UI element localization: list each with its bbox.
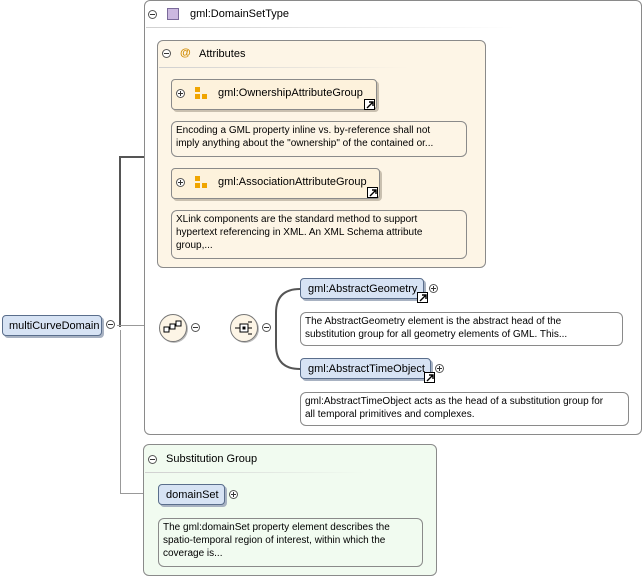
substitution-collapse-toggle[interactable]: [148, 455, 157, 464]
abstract-time-object-documentation: gml:AbstractTimeObject acts as the head …: [300, 392, 629, 426]
ownership-group-documentation: Encoding a GML property inline vs. by-re…: [171, 121, 467, 157]
abstract-time-object-expand-toggle[interactable]: [435, 364, 444, 373]
connector-root-sub-v: [120, 330, 121, 493]
choice-icon: [235, 321, 252, 335]
choice-compositor-node[interactable]: [230, 314, 258, 342]
abstract-geometry-element[interactable]: [300, 278, 424, 299]
substitution-header-divider: [145, 472, 365, 473]
type-panel-collapse-toggle[interactable]: [148, 10, 157, 19]
abstract-time-object-element[interactable]: [300, 358, 431, 379]
association-group-name: gml:AssociationAttributeGroup: [218, 176, 367, 188]
abstract-geometry-expand-toggle[interactable]: [429, 284, 438, 293]
attribute-group-icon: [195, 176, 207, 190]
domain-set-expand-toggle[interactable]: [229, 490, 238, 499]
multi-curve-domain-element[interactable]: [2, 315, 102, 336]
attributes-title: Attributes: [199, 48, 246, 60]
connector-root-type-v: [119, 157, 121, 327]
attributes-header-divider: [159, 67, 409, 68]
connector-root-seq: [117, 325, 159, 326]
abstract-time-object-name: gml:AbstractTimeObject: [308, 363, 425, 375]
attribute-at-icon: @: [180, 47, 191, 59]
choice-collapse-toggle[interactable]: [262, 323, 271, 332]
domain-set-documentation: The gml:domainSet property element descr…: [158, 518, 423, 567]
sequence-collapse-toggle[interactable]: [191, 323, 200, 332]
complex-type-icon: [167, 8, 179, 20]
root-element-name: multiCurveDomain: [9, 320, 100, 332]
connector-root-sub-h: [120, 493, 158, 494]
association-group-expand-toggle[interactable]: [176, 178, 185, 187]
reference-arrow-icon[interactable]: [424, 372, 435, 383]
type-panel-title: gml:DomainSetType: [190, 8, 290, 20]
reference-arrow-icon[interactable]: [417, 292, 428, 303]
connector-root-type-h: [119, 156, 159, 158]
association-group-documentation: XLink components are the standard method…: [171, 210, 467, 259]
domain-set-name: domainSet: [166, 489, 219, 501]
attributes-collapse-toggle[interactable]: [162, 49, 171, 58]
reference-arrow-icon[interactable]: [364, 99, 375, 110]
attribute-group-icon: [195, 87, 207, 101]
type-panel-header-divider: [146, 27, 516, 28]
root-element-collapse-toggle[interactable]: [106, 320, 115, 329]
ownership-attribute-group[interactable]: [171, 79, 377, 110]
choice-bracket: [275, 288, 301, 370]
substitution-title: Substitution Group: [166, 453, 258, 465]
ownership-group-expand-toggle[interactable]: [176, 89, 185, 98]
ownership-group-name: gml:OwnershipAttributeGroup: [218, 87, 363, 99]
domain-set-element[interactable]: [158, 484, 225, 505]
sequence-icon: [163, 320, 182, 333]
reference-arrow-icon[interactable]: [367, 187, 378, 198]
abstract-geometry-name: gml:AbstractGeometry: [308, 283, 418, 295]
abstract-geometry-documentation: The AbstractGeometry element is the abst…: [300, 312, 623, 346]
